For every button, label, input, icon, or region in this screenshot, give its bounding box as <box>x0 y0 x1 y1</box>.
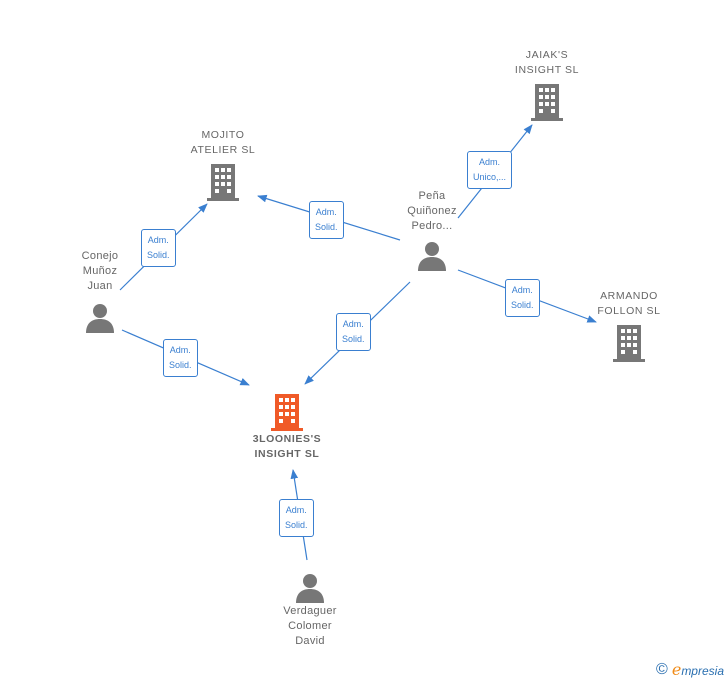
edge-role-line2: Solid. <box>342 334 365 344</box>
person-name-line1: Conejo <box>81 250 119 262</box>
person-name-line2: Muñoz <box>82 265 118 277</box>
edge-role-line2: Unico,... <box>473 172 507 182</box>
company-name-line1: MOJITO <box>201 129 245 141</box>
person-name-line3: Pedro... <box>411 220 453 232</box>
person-node-pena[interactable]: Peña Quiñonez Pedro... <box>392 189 472 272</box>
edge-role-line1: Adm. <box>147 235 169 245</box>
company-node-jaiak[interactable]: JAIAK'S INSIGHT SL <box>497 48 597 122</box>
edge-role-line1: Adm. <box>479 157 501 167</box>
person-name-line2: Colomer <box>288 620 332 632</box>
building-icon <box>271 394 303 431</box>
edge-role-line2: Solid. <box>511 300 534 310</box>
brand-footer[interactable]: © empresia <box>656 660 724 679</box>
person-name-line1: Verdaguer <box>283 605 337 617</box>
person-icon <box>418 242 446 271</box>
edge-role-line2: Solid. <box>315 222 338 232</box>
person-node-verdaguer[interactable]: Verdaguer Colomer David <box>270 572 350 649</box>
person-name-line3: David <box>295 635 325 647</box>
edge-label-pena-jaiak[interactable]: Adm. Unico,... <box>467 151 513 189</box>
person-name-line2: Quiñonez <box>407 205 457 217</box>
edge-role-line2: Solid. <box>285 520 308 530</box>
edge-label-pena-main[interactable]: Adm. Solid. <box>336 313 371 351</box>
edge-role-line2: Solid. <box>147 250 170 260</box>
brand-logo: empresia <box>672 660 724 679</box>
person-icon <box>86 304 114 333</box>
company-name-line2: ATELIER SL <box>190 144 256 156</box>
edge-role-line1: Adm. <box>169 345 191 355</box>
person-icon <box>296 574 324 603</box>
edge-role-line1: Adm. <box>315 207 337 217</box>
building-icon <box>531 84 563 121</box>
person-name-line1: Peña <box>418 190 446 202</box>
building-icon <box>207 164 239 201</box>
edge-label-pena-mojito[interactable]: Adm. Solid. <box>309 201 344 239</box>
brand-logo-e: e <box>671 660 682 679</box>
company-node-armando[interactable]: ARMANDO FOLLON SL <box>579 289 679 363</box>
edge-role-line1: Adm. <box>511 285 533 295</box>
company-node-mojito[interactable]: MOJITO ATELIER SL <box>173 128 273 202</box>
edge-label-pena-armando[interactable]: Adm. Solid. <box>505 279 540 317</box>
copyright-icon: © <box>656 660 668 678</box>
company-name-line2: INSIGHT SL <box>254 448 320 460</box>
company-name-line1: 3LOONIES'S <box>252 433 322 445</box>
person-name-line3: Juan <box>87 280 113 292</box>
edge-label-conejo-mojito[interactable]: Adm. Solid. <box>141 229 176 267</box>
edge-role-line1: Adm. <box>342 319 364 329</box>
edge-label-verdaguer-main[interactable]: Adm. Solid. <box>279 499 314 537</box>
company-name-line2: FOLLON SL <box>597 305 661 317</box>
company-name-line2: INSIGHT SL <box>514 64 580 76</box>
company-name-line1: ARMANDO <box>600 290 658 302</box>
edge-label-conejo-main[interactable]: Adm. Solid. <box>163 339 198 377</box>
brand-logo-text: mpresia <box>681 664 724 678</box>
building-icon <box>613 325 645 362</box>
edge-role-line1: Adm. <box>285 505 307 515</box>
company-node-main[interactable]: 3LOONIES'S INSIGHT SL <box>237 392 337 462</box>
company-name-line1: JAIAK'S <box>525 49 569 61</box>
edge-role-line2: Solid. <box>169 360 192 370</box>
person-node-conejo[interactable]: Conejo Muñoz Juan <box>60 249 140 334</box>
